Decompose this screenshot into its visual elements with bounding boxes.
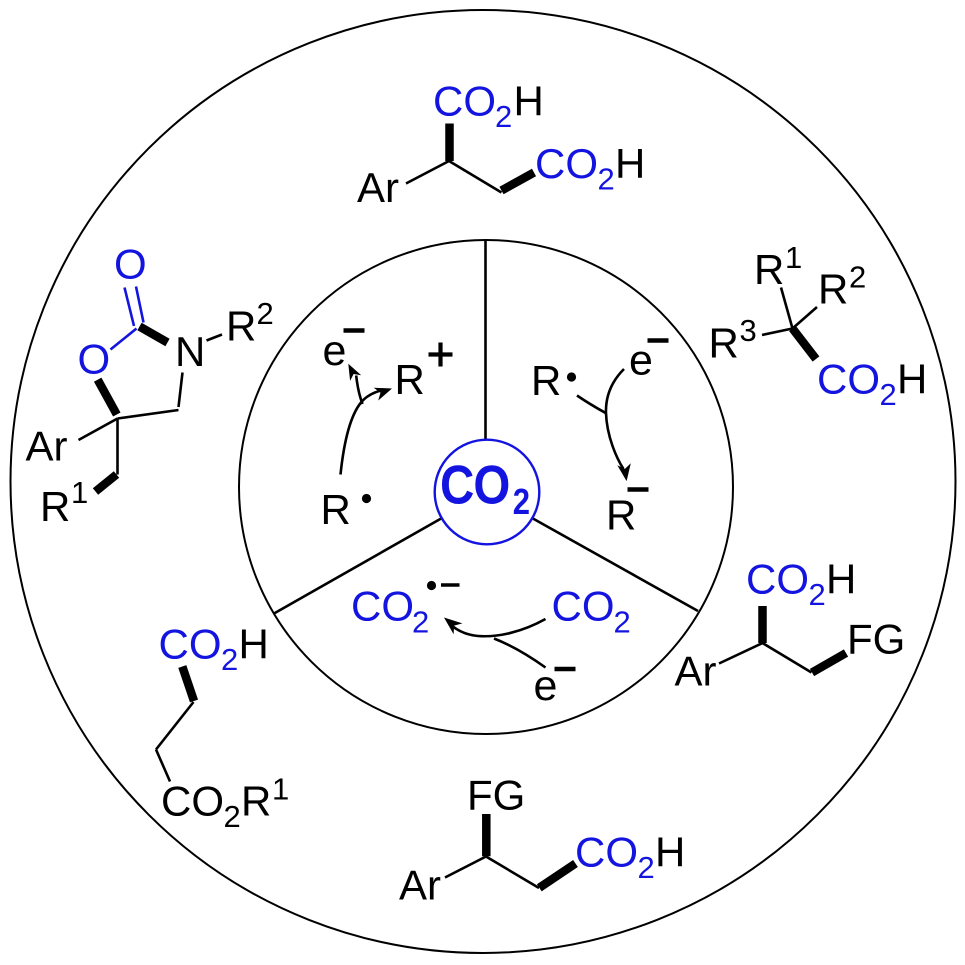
svg-text:Ar: Ar bbox=[26, 423, 68, 470]
svg-text:R: R bbox=[241, 778, 271, 825]
svg-text:2: 2 bbox=[598, 162, 615, 197]
svg-text:e: e bbox=[323, 327, 347, 375]
svg-text:R: R bbox=[321, 486, 351, 533]
svg-text:FG: FG bbox=[467, 772, 525, 819]
svg-text:CO: CO bbox=[552, 583, 615, 630]
svg-text:R: R bbox=[818, 266, 848, 313]
svg-text:2: 2 bbox=[809, 577, 826, 612]
svg-text:3: 3 bbox=[740, 313, 757, 348]
svg-text:R: R bbox=[754, 246, 784, 293]
svg-text:1: 1 bbox=[785, 240, 802, 275]
svg-text:R: R bbox=[395, 356, 425, 403]
svg-text:e: e bbox=[534, 662, 558, 710]
svg-text:CO: CO bbox=[159, 621, 222, 668]
svg-text:CO: CO bbox=[440, 454, 509, 515]
svg-text:CO: CO bbox=[433, 78, 496, 125]
svg-text:H: H bbox=[897, 356, 927, 403]
svg-text:Ar: Ar bbox=[399, 862, 441, 909]
svg-text:Ar: Ar bbox=[357, 164, 399, 211]
svg-text:CO: CO bbox=[351, 583, 414, 630]
svg-text:2: 2 bbox=[513, 483, 530, 523]
svg-text:e: e bbox=[629, 337, 653, 385]
svg-text:1: 1 bbox=[272, 772, 289, 807]
svg-text:CO: CO bbox=[161, 778, 224, 825]
svg-text:H: H bbox=[239, 621, 269, 668]
svg-text:H: H bbox=[615, 140, 645, 187]
svg-text:CO: CO bbox=[535, 140, 598, 187]
svg-text:2: 2 bbox=[224, 799, 241, 834]
svg-text:N: N bbox=[175, 328, 205, 375]
svg-text:2: 2 bbox=[880, 377, 897, 412]
svg-text:2: 2 bbox=[221, 642, 238, 677]
svg-text:R: R bbox=[226, 303, 256, 350]
svg-text:H: H bbox=[826, 556, 856, 603]
svg-text:CO: CO bbox=[817, 356, 880, 403]
svg-text:H: H bbox=[655, 829, 685, 876]
svg-text:2: 2 bbox=[614, 605, 631, 640]
svg-text:2: 2 bbox=[257, 296, 274, 331]
svg-text:2: 2 bbox=[495, 99, 512, 134]
svg-text:1: 1 bbox=[71, 475, 88, 510]
svg-text:Ar: Ar bbox=[675, 648, 717, 695]
svg-text:R: R bbox=[531, 357, 561, 404]
svg-text:CO: CO bbox=[575, 829, 638, 876]
svg-text:2: 2 bbox=[638, 850, 655, 885]
svg-text:FG: FG bbox=[847, 616, 905, 663]
svg-text:CO: CO bbox=[746, 556, 809, 603]
svg-text:O: O bbox=[114, 241, 147, 288]
svg-text:R: R bbox=[709, 320, 739, 367]
svg-text:2: 2 bbox=[849, 260, 866, 295]
svg-text:2: 2 bbox=[412, 605, 429, 640]
svg-text:R: R bbox=[606, 492, 636, 539]
svg-text:H: H bbox=[514, 78, 544, 125]
svg-text:O: O bbox=[78, 336, 111, 383]
svg-text:R: R bbox=[40, 483, 70, 530]
